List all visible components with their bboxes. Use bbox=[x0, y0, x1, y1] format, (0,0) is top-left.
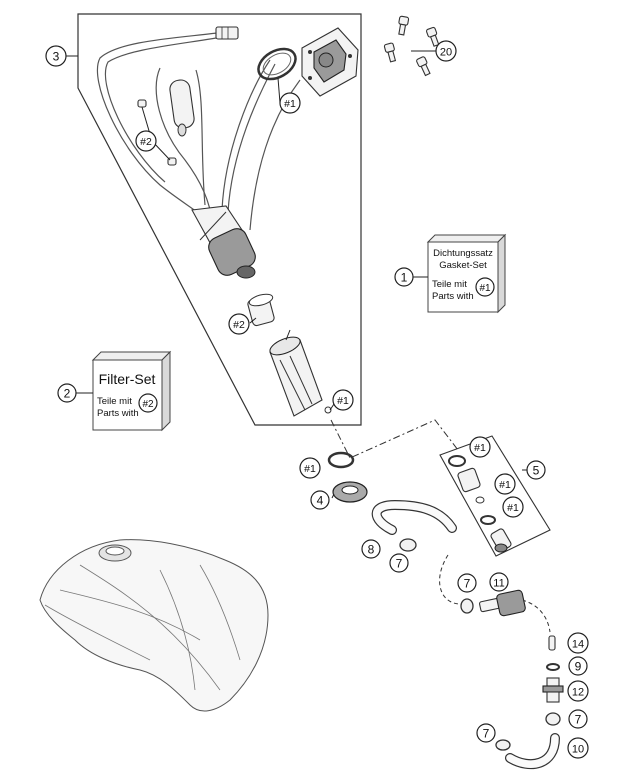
pump-filter-sleeve bbox=[247, 293, 275, 327]
svg-text:#1: #1 bbox=[284, 98, 296, 110]
callout-4: 4 bbox=[310, 490, 330, 510]
svg-text:2: 2 bbox=[64, 387, 71, 401]
hose-clamp-lower bbox=[545, 712, 561, 726]
filter-set-label: Filter-Set Teile mit Parts with #2 bbox=[97, 371, 158, 419]
fuel-screen-14 bbox=[548, 635, 556, 651]
svg-text:#1: #1 bbox=[337, 395, 349, 407]
svg-text:7: 7 bbox=[483, 727, 490, 741]
pump-housing-bottom bbox=[269, 336, 332, 417]
callout-5: 5 bbox=[526, 460, 546, 480]
screw-set bbox=[383, 15, 440, 77]
callout-8: 8 bbox=[361, 539, 381, 559]
svg-text:1: 1 bbox=[401, 271, 408, 285]
nipple-12 bbox=[542, 677, 564, 703]
svg-text:Parts with: Parts with bbox=[432, 291, 474, 302]
svg-text:Filter-Set: Filter-Set bbox=[99, 371, 156, 387]
flange-seal-ring bbox=[257, 47, 297, 81]
fuel-hose bbox=[371, 499, 457, 535]
fuel-pump-body bbox=[191, 205, 256, 279]
svg-text:Teile mit: Teile mit bbox=[432, 279, 467, 290]
svg-text:#1: #1 bbox=[304, 463, 316, 475]
o-ring-9 bbox=[546, 663, 560, 671]
callout-20: 20 bbox=[435, 40, 457, 62]
callout-h2-sleeve: #2 bbox=[228, 313, 250, 335]
svg-text:Teile mit: Teile mit bbox=[97, 396, 132, 407]
svg-text:#1: #1 bbox=[507, 502, 519, 514]
callout-7-bottom: 7 bbox=[476, 723, 496, 743]
svg-text:20: 20 bbox=[440, 47, 452, 59]
callout-9: 9 bbox=[568, 656, 588, 676]
pump-assembly-outline bbox=[77, 13, 362, 426]
hose-clamp-bottom bbox=[495, 739, 511, 751]
fuel-tank bbox=[39, 539, 269, 712]
callout-h2-clips: #2 bbox=[135, 130, 157, 152]
gasket-set-box bbox=[426, 233, 507, 314]
tank-seal bbox=[332, 481, 368, 503]
callout-h1-pump: #1 bbox=[332, 389, 354, 411]
fuel-filter bbox=[169, 79, 195, 137]
callout-7-upper: 7 bbox=[389, 553, 409, 573]
svg-text:7: 7 bbox=[396, 557, 403, 571]
svg-text:Dichtungssatz: Dichtungssatz bbox=[433, 248, 493, 259]
hose-clamp-upper bbox=[399, 538, 417, 552]
callout-3: 3 bbox=[45, 45, 67, 67]
callout-10: 10 bbox=[567, 737, 589, 759]
callout-h1-oring: #1 bbox=[299, 457, 321, 479]
callout-12: 12 bbox=[567, 680, 589, 702]
filter-set-box bbox=[91, 350, 172, 432]
svg-text:7: 7 bbox=[575, 713, 582, 727]
svg-text:#1: #1 bbox=[499, 479, 511, 491]
callout-7-lower: 7 bbox=[568, 709, 588, 729]
o-ring bbox=[327, 451, 355, 469]
fuel-hose-10 bbox=[505, 733, 560, 770]
svg-text:8: 8 bbox=[368, 543, 375, 557]
svg-text:9: 9 bbox=[575, 660, 582, 674]
callout-h1-group-b: #1 bbox=[494, 473, 516, 495]
svg-text:4: 4 bbox=[317, 494, 324, 508]
hose-clamp-mid bbox=[460, 598, 474, 614]
wire-connector-plug bbox=[215, 26, 239, 40]
svg-text:Parts with: Parts with bbox=[97, 408, 139, 419]
svg-text:5: 5 bbox=[533, 464, 540, 478]
svg-text:12: 12 bbox=[572, 687, 584, 699]
svg-text:7: 7 bbox=[464, 577, 471, 591]
callout-h1-flange: #1 bbox=[279, 92, 301, 114]
svg-text:#2: #2 bbox=[140, 136, 152, 148]
svg-text:Gasket-Set: Gasket-Set bbox=[439, 260, 487, 271]
callout-11: 11 bbox=[489, 572, 509, 592]
connector-group-parts bbox=[448, 455, 512, 553]
callout-2: 2 bbox=[57, 383, 77, 403]
svg-text:#1: #1 bbox=[479, 283, 491, 294]
callout-14: 14 bbox=[567, 632, 589, 654]
callout-1: 1 bbox=[394, 267, 414, 287]
assembly-connection-line bbox=[330, 419, 459, 459]
svg-text:#2: #2 bbox=[233, 319, 245, 331]
callout-h1-group-c: #1 bbox=[502, 496, 524, 518]
callout-h1-group-a: #1 bbox=[469, 436, 491, 458]
svg-text:11: 11 bbox=[493, 578, 504, 590]
svg-text:#2: #2 bbox=[142, 399, 154, 410]
svg-text:10: 10 bbox=[572, 744, 584, 756]
svg-text:#1: #1 bbox=[474, 442, 486, 454]
gasket-set-label: Dichtungssatz Gasket-Set Teile mit Parts… bbox=[432, 248, 495, 302]
quick-coupling bbox=[479, 589, 526, 617]
svg-text:14: 14 bbox=[572, 639, 584, 651]
callout-7-mid: 7 bbox=[457, 573, 477, 593]
svg-text:3: 3 bbox=[53, 50, 60, 64]
pump-wiring bbox=[96, 31, 301, 231]
pump-flange-plate bbox=[301, 27, 359, 97]
